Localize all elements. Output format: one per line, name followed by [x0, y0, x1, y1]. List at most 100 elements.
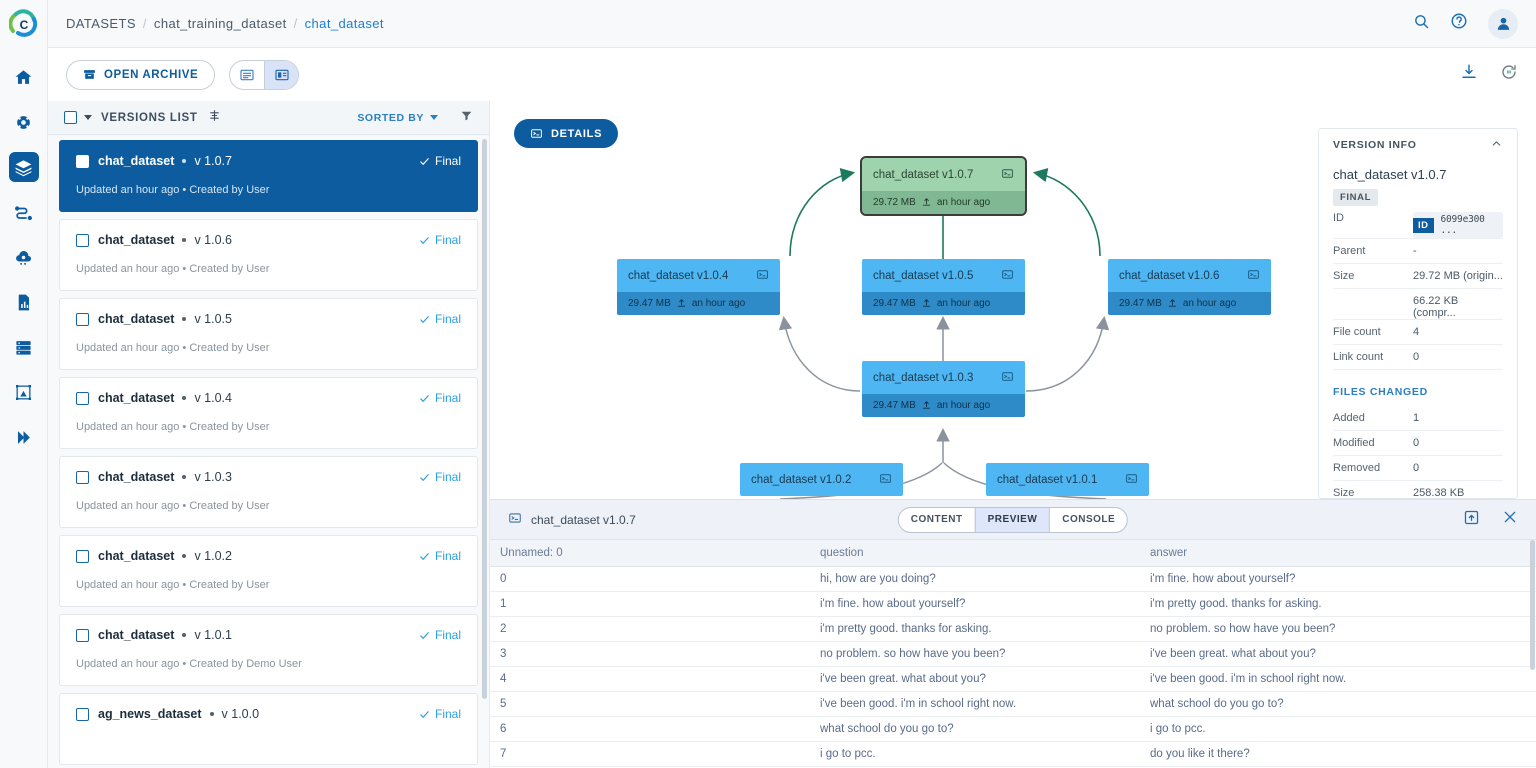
preview-tab[interactable]: CONTENT: [910, 514, 963, 525]
sidebar-item-projects[interactable]: [9, 107, 39, 137]
sidebar-item-reports[interactable]: [9, 287, 39, 317]
list-view-icon[interactable]: [230, 61, 264, 89]
status-label: Final: [434, 312, 461, 326]
version-info-row: 66.22 KB (compr...: [1333, 289, 1503, 320]
version-item-checkbox[interactable]: [76, 549, 89, 563]
sidebar-item-pipelines[interactable]: [9, 197, 39, 227]
expand-panel-icon[interactable]: [1463, 509, 1480, 531]
breadcrumb-current[interactable]: chat_dataset: [304, 16, 384, 31]
sidebar-item-orchestration[interactable]: [9, 242, 39, 272]
version-item-meta: Updated an hour ago • Created by User: [76, 500, 270, 512]
version-info-row: Parent-: [1333, 239, 1503, 264]
version-info-key: Removed: [1333, 462, 1381, 474]
status-label: Final: [434, 549, 461, 563]
clearml-logo[interactable]: C: [0, 0, 48, 48]
version-item-checkbox[interactable]: [76, 628, 89, 642]
version-item-checkbox[interactable]: [76, 391, 89, 405]
table-scrollbar[interactable]: [1530, 540, 1535, 670]
upload-icon: [921, 297, 932, 311]
terminal-icon[interactable]: [1247, 268, 1260, 284]
terminal-icon[interactable]: [1125, 472, 1138, 488]
breadcrumb-parent[interactable]: chat_training_dataset: [153, 16, 287, 31]
version-item-checkbox[interactable]: [76, 154, 89, 168]
sidebar-item-datasets[interactable]: [8, 152, 39, 182]
version-item-name: chat_dataset: [98, 391, 175, 405]
terminal-icon[interactable]: [1001, 370, 1014, 386]
table-column-header[interactable]: answer: [1140, 540, 1536, 567]
chevron-up-icon[interactable]: [1490, 137, 1503, 153]
details-button[interactable]: DETAILS: [514, 119, 619, 148]
open-archive-button[interactable]: OPEN ARCHIVE: [66, 59, 216, 90]
version-item-checkbox[interactable]: [76, 470, 89, 484]
sort-control[interactable]: SORTED BY: [357, 112, 438, 124]
close-icon[interactable]: [1502, 509, 1518, 530]
breadcrumb-sep: /: [293, 16, 298, 31]
sort-label: SORTED BY: [357, 111, 424, 124]
chevron-down-icon[interactable]: [84, 115, 92, 120]
terminal-icon: [508, 511, 522, 528]
table-column-header[interactable]: Unnamed: 0: [490, 540, 810, 567]
preview-tab[interactable]: PREVIEW: [974, 507, 1050, 532]
sidebar-item-workers[interactable]: [9, 332, 39, 362]
graph-node-label: chat_dataset v1.0.4: [628, 269, 729, 282]
sidebar-item-home[interactable]: [9, 62, 39, 92]
user-avatar[interactable]: [1488, 8, 1518, 39]
split-view-icon[interactable]: [264, 60, 299, 89]
filter-icon[interactable]: [460, 109, 473, 127]
download-icon[interactable]: [1460, 63, 1478, 86]
table-cell: what school do you go to?: [810, 716, 1140, 742]
status-label: Final: [434, 233, 461, 247]
terminal-icon[interactable]: [1001, 167, 1014, 183]
auto-refresh-icon[interactable]: [1500, 63, 1518, 86]
graph-node[interactable]: chat_dataset v1.0.2: [740, 463, 903, 496]
terminal-icon[interactable]: [756, 268, 769, 284]
graph-node[interactable]: chat_dataset v1.0.1: [986, 463, 1149, 496]
graph-node-label: chat_dataset v1.0.1: [997, 473, 1098, 486]
table-cell: do you like it there?: [1140, 741, 1536, 767]
version-item-checkbox[interactable]: [76, 312, 89, 326]
terminal-icon[interactable]: [1001, 268, 1014, 284]
table-cell: what school do you go to?: [1140, 691, 1536, 717]
sidebar-item-models[interactable]: [9, 377, 39, 407]
search-icon[interactable]: [1413, 13, 1430, 35]
versions-scrollbar[interactable]: [482, 139, 487, 699]
help-icon[interactable]: [1450, 12, 1468, 35]
compare-icon[interactable]: [208, 109, 221, 127]
table-column-header[interactable]: question: [810, 540, 1140, 567]
sidebar-item-expand[interactable]: [9, 422, 39, 452]
table-row[interactable]: 8do you like it there?it's okay. it's a …: [490, 766, 1536, 768]
select-all-checkbox[interactable]: [64, 111, 77, 124]
breadcrumb-root[interactable]: DATASETS: [66, 16, 136, 31]
preview-tab[interactable]: CONSOLE: [1049, 507, 1127, 532]
version-item-checkbox[interactable]: [76, 707, 89, 721]
terminal-icon[interactable]: [879, 472, 892, 488]
version-item-checkbox[interactable]: [76, 233, 89, 247]
